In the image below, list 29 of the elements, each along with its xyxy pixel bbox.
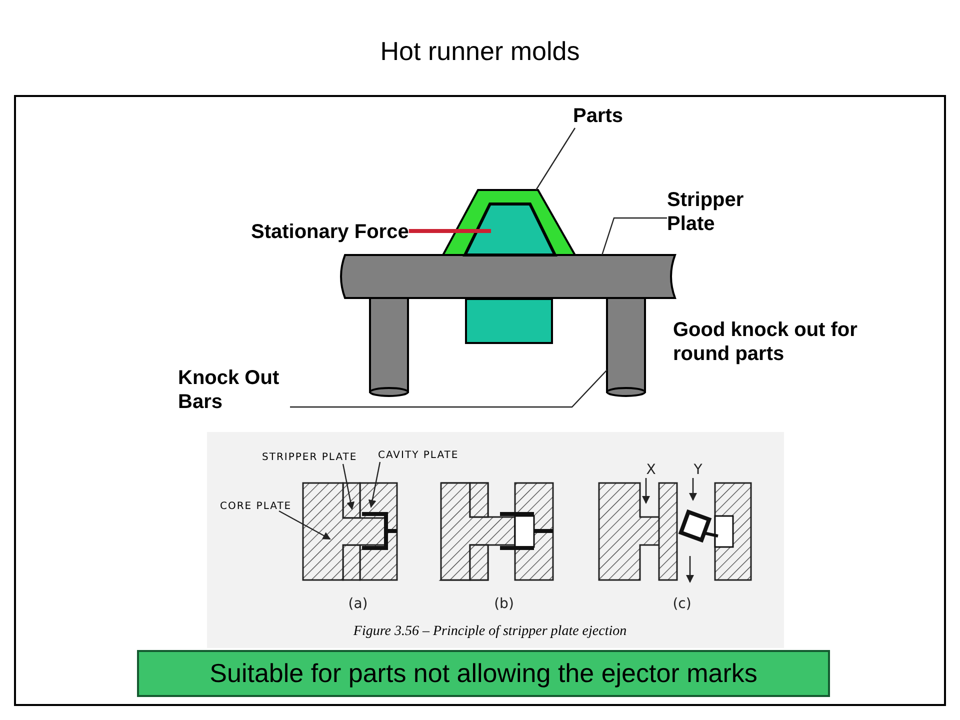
leader-line bbox=[368, 462, 381, 508]
callout-text: Stationary Force bbox=[251, 220, 409, 244]
knock-out-bar bbox=[606, 297, 646, 397]
figure-caption: Figure 3.56 – Principle of stripper plate ejection bbox=[352, 624, 628, 641]
leader-line bbox=[601, 217, 667, 256]
part-label: CAVITY PLATE bbox=[378, 450, 459, 462]
part-label: STRIPPER PLATE bbox=[262, 452, 358, 464]
direction-label: Y bbox=[692, 462, 704, 479]
force-mark bbox=[408, 229, 491, 233]
note-banner: Suitable for parts not allowing the ejector marks bbox=[137, 650, 830, 697]
leader-line bbox=[278, 510, 331, 540]
direction-label: X bbox=[645, 462, 657, 479]
knock-out-bar bbox=[369, 297, 409, 397]
leader-line bbox=[290, 370, 608, 408]
core bbox=[465, 298, 553, 344]
figure-panel-label: (c) bbox=[672, 596, 692, 613]
stripper-plate bbox=[340, 254, 676, 299]
callout-text: Good knock out for round parts bbox=[673, 318, 858, 366]
part-label: CORE PLATE bbox=[220, 501, 292, 513]
figure-panel-label: (b) bbox=[493, 596, 515, 613]
slide-title: Hot runner molds bbox=[379, 36, 581, 68]
figure-panel-label: (a) bbox=[347, 596, 369, 613]
callout-text: Parts bbox=[573, 104, 653, 128]
callout-text: Stripper Plate bbox=[667, 188, 777, 236]
leader-line bbox=[536, 128, 576, 190]
hatched-section bbox=[302, 482, 386, 581]
callout-text: Knock Out Bars bbox=[178, 366, 308, 414]
molded-part-on-core bbox=[441, 189, 577, 256]
leader-line bbox=[342, 464, 355, 510]
